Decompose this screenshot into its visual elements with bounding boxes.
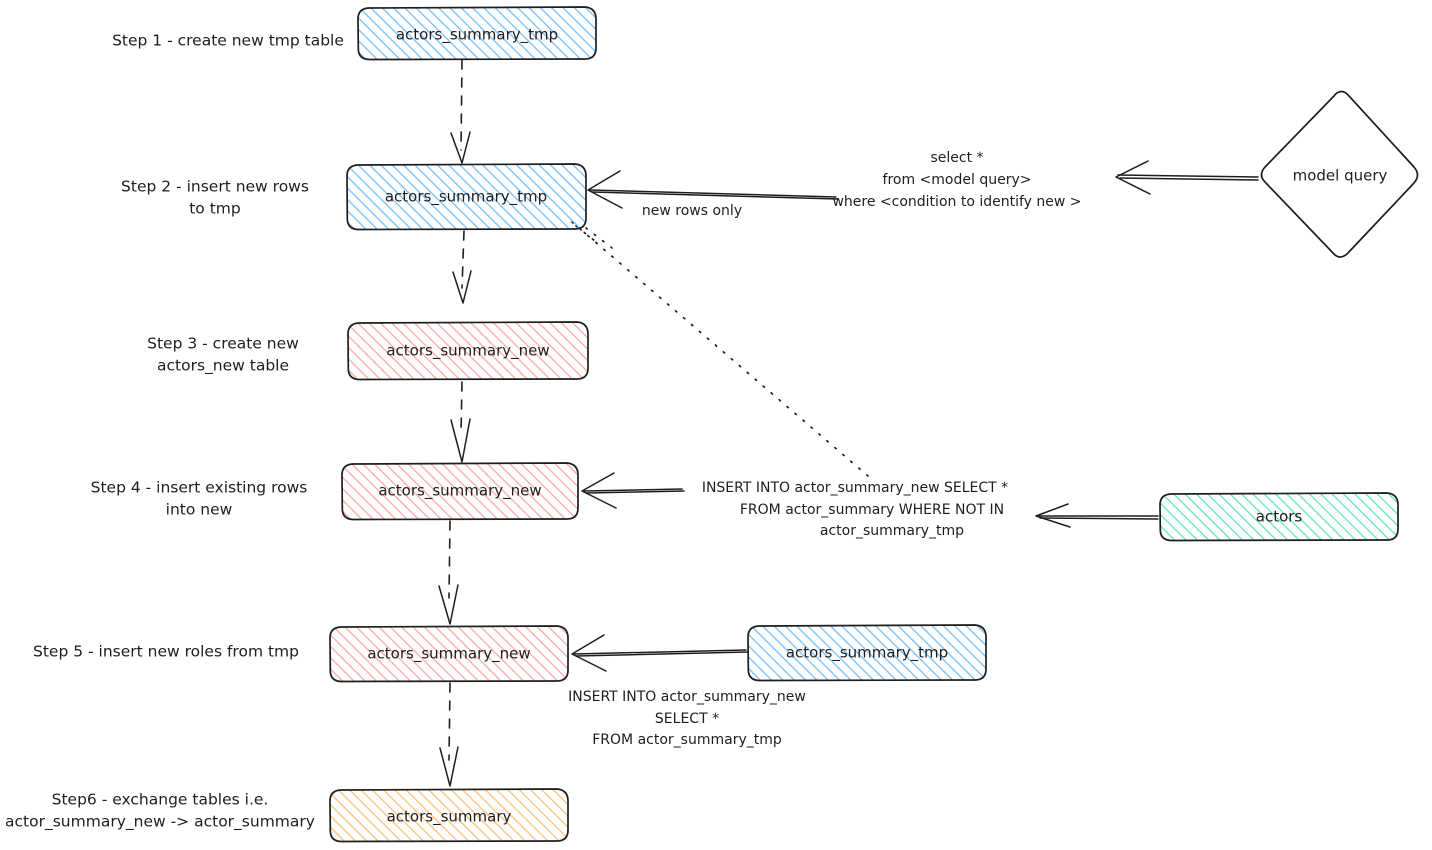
step-label-3: Step 3 - create new actors_new table	[147, 335, 299, 376]
node-new5-outline	[329, 625, 569, 683]
arrow-modelquery-to-tmp2	[587, 170, 839, 209]
arrow-modelquery-tail	[1115, 160, 1259, 195]
node-tmp5-outline	[747, 624, 987, 682]
model-query-sql-line-2: where <condition to identify new >	[832, 194, 1081, 210]
step-label-5-line-0: Step 5 - insert new roles from tmp	[33, 643, 299, 661]
arrow-insert-existing-to-new4	[581, 472, 685, 509]
step-label-1-line-0: Step 1 - create new tmp table	[112, 32, 344, 50]
step-label-2: Step 2 - insert new rows to tmp	[121, 178, 309, 218]
node-tmp1-label: actors_summary_tmp	[396, 26, 558, 45]
node-new3-outline	[347, 321, 589, 381]
node-summary6-label: actors_summary	[387, 808, 512, 827]
node-model-query-outline	[1260, 90, 1419, 258]
node-new4[interactable]: actors_summary_new	[341, 462, 579, 521]
step-label-6-line-1: actor_summary_new -> actor_summary	[5, 813, 315, 832]
node-model-query[interactable]: model query	[1260, 90, 1419, 258]
insert-existing-sql-line-1: FROM actor_summary WHERE NOT IN	[740, 502, 1004, 518]
step-label-6: Step6 - exchange tables i.e. actor_summa…	[5, 791, 315, 832]
node-tmp2[interactable]: actors_summary_tmp	[346, 163, 587, 231]
model-query-sql-line-1: from <model query>	[883, 172, 1032, 188]
node-tmp2-fill	[347, 165, 586, 229]
node-new5-label: actors_summary_new	[367, 645, 530, 664]
node-new3-label: actors_summary_new	[386, 342, 549, 361]
step-label-4-line-0: Step 4 - insert existing rows	[91, 479, 308, 497]
node-model-query-label: model query	[1293, 167, 1388, 185]
node-tmp5-label: actors_summary_tmp	[786, 644, 948, 663]
step-label-2-line-0: Step 2 - insert new rows	[121, 178, 309, 196]
edge-label-insert-new-roles-sql: INSERT INTO actor_summary_new SELECT * F…	[568, 689, 806, 748]
node-new5[interactable]: actors_summary_new	[329, 625, 569, 683]
node-tmp1[interactable]: actors_summary_tmp	[357, 6, 597, 61]
edge-label-new-rows-only: new rows only	[642, 203, 742, 219]
node-summary6-fill	[330, 790, 568, 841]
edge-label-model-query-sql: select * from <model query> where <condi…	[832, 150, 1081, 210]
arrow-actors-to-insert-existing	[1035, 503, 1159, 528]
insert-existing-sql-line-2: actor_summary_tmp	[820, 523, 964, 539]
edge-label-insert-existing-sql: INSERT INTO actor_summary_new SELECT * F…	[702, 480, 1008, 539]
dotted-hint-line	[571, 221, 869, 477]
node-tmp1-fill	[358, 8, 596, 59]
node-tmp2-outline	[346, 163, 587, 231]
insert-existing-sql-line-0: INSERT INTO actor_summary_new SELECT *	[702, 480, 1008, 496]
node-new4-fill	[342, 464, 578, 519]
node-actors-fill	[1160, 494, 1398, 540]
step-label-5: Step 5 - insert new roles from tmp	[33, 643, 299, 661]
step-label-3-line-0: Step 3 - create new	[147, 335, 299, 353]
node-tmp1-outline	[357, 6, 597, 61]
node-summary6[interactable]: actors_summary	[329, 788, 569, 843]
node-new5-fill	[330, 627, 568, 681]
node-tmp5-fill	[748, 626, 986, 680]
step-label-4-line-1: into new	[166, 501, 233, 519]
step-label-6-line-0: Step6 - exchange tables i.e.	[52, 791, 269, 809]
insert-new-roles-sql-line-1: SELECT *	[655, 711, 719, 727]
node-new4-label: actors_summary_new	[378, 482, 541, 501]
arrow-new3-to-new4	[450, 381, 471, 463]
arrow-tmp5-to-new5	[571, 634, 749, 672]
node-actors[interactable]: actors	[1159, 492, 1399, 542]
step-label-4: Step 4 - insert existing rows into new	[91, 479, 308, 519]
model-query-sql-line-0: select *	[930, 150, 983, 166]
arrow-tmp2-to-new3	[452, 230, 472, 304]
node-tmp5[interactable]: actors_summary_tmp	[747, 624, 987, 682]
step-label-2-line-1: to tmp	[189, 200, 241, 218]
node-new4-outline	[341, 462, 579, 521]
arrow-tmp1-to-tmp2	[450, 59, 471, 164]
arrow-new4-to-new5	[438, 520, 459, 625]
step-label-3-line-1: actors_new table	[157, 357, 289, 376]
step-label-1: Step 1 - create new tmp table	[112, 32, 344, 50]
node-actors-label: actors	[1256, 508, 1303, 526]
arrow-new5-to-summary6	[439, 682, 459, 787]
insert-new-roles-sql-line-2: FROM actor_summary_tmp	[592, 732, 782, 748]
insert-new-roles-sql-line-0: INSERT INTO actor_summary_new	[568, 689, 806, 705]
node-new3[interactable]: actors_summary_new	[347, 321, 589, 381]
node-tmp2-label: actors_summary_tmp	[385, 188, 547, 207]
node-new3-fill	[348, 323, 588, 379]
node-actors-outline	[1159, 492, 1399, 542]
node-summary6-outline	[329, 788, 569, 843]
